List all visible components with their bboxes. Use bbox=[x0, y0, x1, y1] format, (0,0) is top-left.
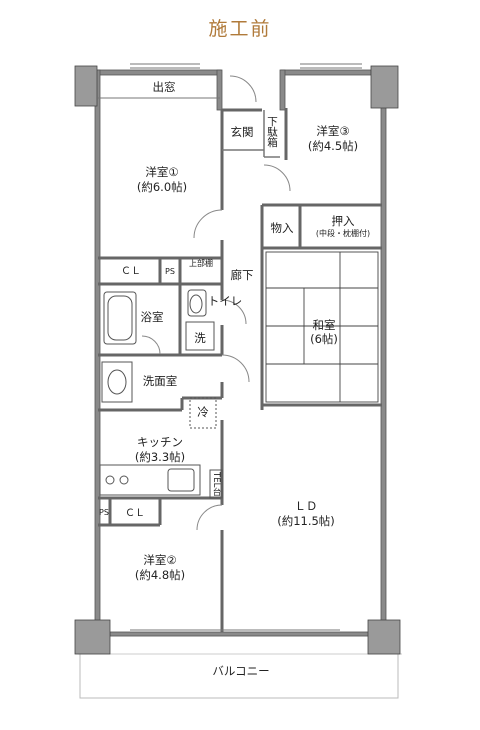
hallway-label: 廊下 bbox=[230, 268, 254, 282]
thin-walls bbox=[222, 110, 280, 158]
page-title: 施工前 bbox=[208, 18, 272, 40]
bath-label: 浴室 bbox=[140, 310, 164, 324]
ps-1-label: PS bbox=[165, 267, 175, 276]
western-room-1-size: (約6.0帖) bbox=[136, 180, 188, 194]
closet-1-label: ＣＬ bbox=[121, 266, 141, 277]
closet-2-label: ＣＬ bbox=[125, 508, 145, 519]
kitchen-name: キッチン bbox=[137, 435, 183, 449]
bay-window-label: 出窓 bbox=[152, 80, 176, 94]
closet-note: (中段・枕棚付) bbox=[315, 229, 371, 238]
western-room-3-size: (約4.5帖) bbox=[307, 139, 359, 153]
closet-label: 押入 bbox=[331, 214, 355, 228]
western-room-1-name: 洋室① bbox=[145, 165, 179, 179]
western-room-2-name: 洋室② bbox=[143, 553, 177, 567]
interior-walls bbox=[98, 108, 382, 632]
toilet-label: トイレ bbox=[207, 294, 243, 308]
fridge-label: 冷 bbox=[197, 405, 209, 419]
fixtures bbox=[99, 289, 223, 499]
kitchen-size: (約3.3帖) bbox=[134, 450, 186, 464]
ld-size: (約11.5帖) bbox=[277, 514, 335, 528]
top-shelf-label: 上部棚 bbox=[189, 259, 213, 268]
western-room-3-name: 洋室③ bbox=[316, 124, 350, 138]
laundry-label: 洗 bbox=[194, 331, 206, 345]
western-room-2-size: (約4.8帖) bbox=[134, 568, 186, 582]
entrance-label: 玄関 bbox=[230, 125, 254, 139]
storage-label: 物入 bbox=[270, 221, 294, 235]
japanese-room-size: (6帖) bbox=[310, 332, 338, 346]
tatami-grid bbox=[265, 251, 379, 403]
shoe-box-label: 下駄箱 bbox=[266, 116, 278, 148]
japanese-room-name: 和室 bbox=[312, 318, 336, 332]
structural-columns bbox=[74, 65, 401, 655]
windows bbox=[98, 63, 362, 631]
ld-name: ＬＤ bbox=[294, 499, 318, 513]
door-swings bbox=[141, 75, 291, 531]
washroom-label: 洗面室 bbox=[142, 374, 178, 388]
tel-stand-label: TEL台 bbox=[211, 472, 221, 496]
ps-2-label: PS bbox=[99, 508, 109, 517]
balcony-label: バルコニー bbox=[212, 664, 270, 678]
